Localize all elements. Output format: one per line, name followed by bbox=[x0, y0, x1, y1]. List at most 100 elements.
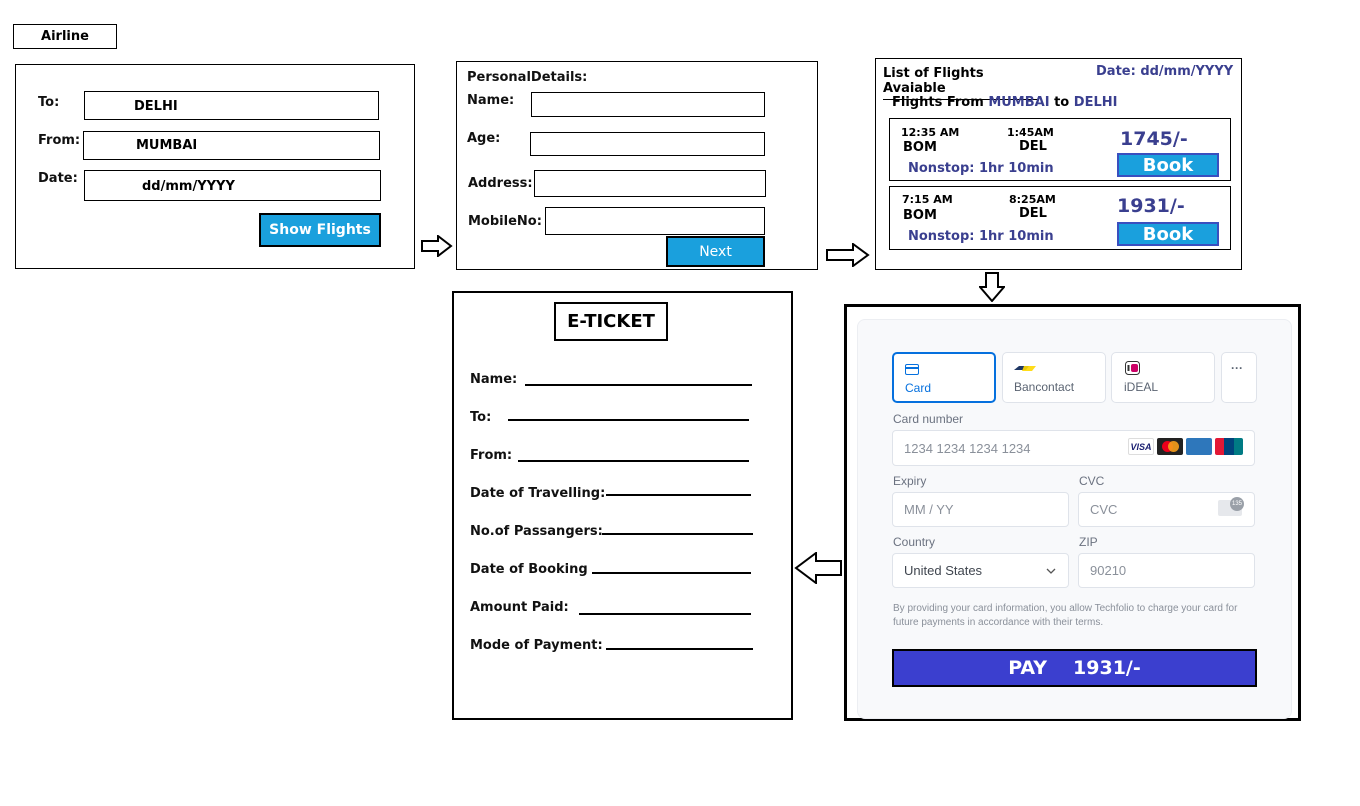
arrow-left-icon bbox=[794, 552, 842, 584]
cvc-input[interactable]: CVC bbox=[1078, 492, 1255, 527]
eticket-title: E-TICKET bbox=[554, 302, 668, 341]
from-label: From: bbox=[38, 133, 81, 148]
tab-ideal-label: iDEAL bbox=[1124, 380, 1159, 394]
flight-price: 1745/- bbox=[1120, 128, 1188, 150]
to-label: To: bbox=[38, 95, 60, 110]
route-destination: DELHI bbox=[1073, 95, 1118, 110]
eticket-travel-date-label: Date of Travelling: bbox=[470, 486, 606, 501]
route-line: Flights From MUMBAI to DELHI bbox=[892, 95, 1117, 110]
country-select[interactable]: United States bbox=[892, 553, 1069, 588]
from-value: MUMBAI bbox=[136, 138, 198, 153]
duration: 1hr 10min bbox=[979, 229, 1054, 244]
ideal-icon bbox=[1125, 361, 1140, 375]
arrow-right-icon bbox=[826, 243, 870, 267]
amex-icon bbox=[1186, 438, 1212, 455]
show-flights-button[interactable]: Show Flights bbox=[259, 213, 381, 247]
expiry-input[interactable]: MM / YY bbox=[892, 492, 1069, 527]
eticket-travel-date-line bbox=[606, 494, 751, 496]
eticket-to-line bbox=[508, 419, 749, 421]
eticket-from-label: From: bbox=[470, 448, 513, 463]
pay-label: PAY bbox=[1008, 657, 1048, 679]
address-input[interactable] bbox=[534, 170, 766, 197]
payment-card: Card Bancontact iDEAL ··· Card number 12… bbox=[857, 319, 1292, 719]
pay-amount: 1931/- bbox=[1073, 657, 1141, 679]
expiry-label: Expiry bbox=[893, 474, 927, 488]
departure-code: BOM bbox=[903, 140, 937, 155]
stop-type: Nonstop: bbox=[908, 229, 975, 244]
eticket-panel: E-TICKET Name: To: From: Date of Travell… bbox=[452, 291, 793, 720]
to-input[interactable]: DELHI bbox=[84, 91, 379, 120]
eticket-passengers-label: No.of Passangers: bbox=[470, 524, 603, 539]
tab-bancontact[interactable]: Bancontact bbox=[1002, 352, 1106, 403]
flight-list-panel: List of Flights Avaiable Date: dd/mm/YYY… bbox=[875, 58, 1242, 270]
search-form-panel: To: DELHI From: MUMBAI Date: dd/mm/YYYY … bbox=[15, 64, 415, 269]
from-input[interactable]: MUMBAI bbox=[83, 131, 380, 160]
bancontact-icon bbox=[1014, 366, 1036, 371]
age-label: Age: bbox=[467, 131, 501, 146]
expiry-placeholder: MM / YY bbox=[904, 502, 954, 517]
flight-card: 7:15 AM 8:25AM BOM DEL Nonstop: 1hr 10mi… bbox=[889, 186, 1231, 250]
visa-icon: VISA bbox=[1128, 438, 1154, 455]
flight-list-heading: List of Flights Avaiable bbox=[883, 66, 1039, 100]
eticket-amount-label: Amount Paid: bbox=[470, 600, 569, 615]
address-label: Address: bbox=[468, 176, 533, 191]
country-label: Country bbox=[893, 535, 936, 549]
card-number-label: Card number bbox=[893, 412, 964, 426]
mobile-input[interactable] bbox=[545, 207, 765, 235]
card-icon bbox=[905, 364, 919, 375]
mobile-label: MobileNo: bbox=[468, 214, 542, 229]
next-button[interactable]: Next bbox=[666, 236, 765, 267]
book-button[interactable]: Book bbox=[1117, 153, 1219, 177]
chevron-down-icon bbox=[1046, 568, 1056, 574]
more-tabs-button[interactable]: ··· bbox=[1221, 352, 1257, 403]
eticket-payment-mode-line bbox=[606, 648, 753, 650]
book-button[interactable]: Book bbox=[1117, 222, 1219, 246]
tab-card-label: Card bbox=[905, 381, 932, 395]
zip-input[interactable]: 90210 bbox=[1078, 553, 1255, 588]
eticket-name-line bbox=[525, 384, 752, 386]
arrow-down-icon bbox=[979, 272, 1005, 302]
eticket-passengers-line bbox=[602, 533, 753, 535]
age-input[interactable] bbox=[530, 132, 765, 156]
mastercard-icon bbox=[1157, 438, 1183, 455]
zip-label: ZIP bbox=[1079, 535, 1098, 549]
route-prefix: Flights From bbox=[892, 95, 984, 110]
date-input[interactable]: dd/mm/YYYY bbox=[84, 170, 381, 201]
eticket-booking-date-line bbox=[592, 572, 751, 574]
eticket-payment-mode-label: Mode of Payment: bbox=[470, 638, 603, 653]
eticket-amount-line bbox=[579, 613, 751, 615]
departure-code: BOM bbox=[903, 208, 937, 223]
name-label: Name: bbox=[467, 93, 515, 108]
unionpay-icon bbox=[1215, 438, 1243, 455]
app-title: Airline bbox=[41, 29, 89, 44]
zip-value: 90210 bbox=[1090, 563, 1127, 578]
flight-card: 12:35 AM 1:45AM BOM DEL Nonstop: 1hr 10m… bbox=[889, 118, 1231, 181]
payment-panel: Card Bancontact iDEAL ··· Card number 12… bbox=[844, 304, 1301, 721]
consent-text: By providing your card information, you … bbox=[893, 603, 1238, 628]
route-origin: MUMBAI bbox=[988, 95, 1050, 110]
cvc-placeholder: CVC bbox=[1090, 502, 1118, 517]
arrival-time: 8:25AM bbox=[1009, 193, 1056, 206]
name-input[interactable] bbox=[531, 92, 765, 117]
tab-card[interactable]: Card bbox=[892, 352, 996, 403]
departure-time: 7:15 AM bbox=[902, 193, 953, 206]
arrow-right-icon bbox=[421, 235, 453, 257]
more-icon: ··· bbox=[1231, 361, 1243, 375]
arrival-code: DEL bbox=[1019, 206, 1047, 221]
tab-ideal[interactable]: iDEAL bbox=[1111, 352, 1215, 403]
tab-bancontact-label: Bancontact bbox=[1014, 380, 1075, 394]
stop-type: Nonstop: bbox=[908, 161, 975, 176]
eticket-name-label: Name: bbox=[470, 372, 518, 387]
pay-button[interactable]: PAY 1931/- bbox=[892, 649, 1257, 687]
country-value: United States bbox=[904, 563, 983, 578]
cvc-label: CVC bbox=[1079, 474, 1105, 488]
eticket-from-line bbox=[518, 460, 749, 462]
date-label: Date: bbox=[38, 171, 78, 186]
card-number-placeholder: 1234 1234 1234 1234 bbox=[904, 440, 1031, 456]
flight-date: Date: dd/mm/YYYY bbox=[1096, 64, 1234, 79]
eticket-booking-date-label: Date of Booking bbox=[470, 562, 588, 577]
flight-price: 1931/- bbox=[1117, 195, 1185, 217]
date-value: dd/mm/YYYY bbox=[142, 179, 235, 194]
personal-details-heading: PersonalDetails: bbox=[467, 70, 588, 85]
app-title-box: Airline bbox=[13, 24, 117, 49]
